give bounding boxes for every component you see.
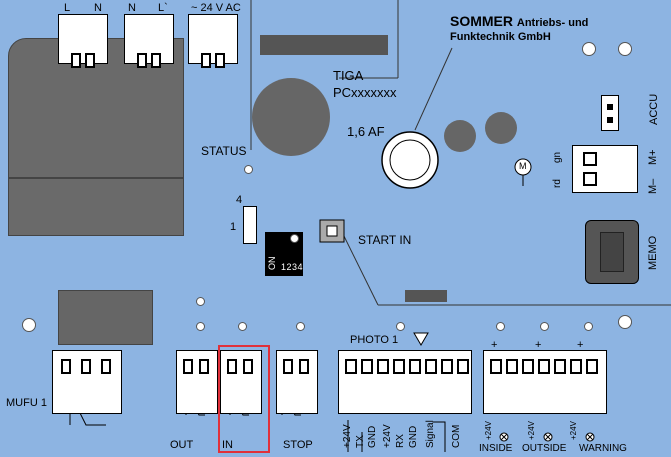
transformer-lower	[8, 178, 184, 236]
in-label: IN	[222, 439, 233, 451]
status-label: STATUS	[201, 144, 247, 158]
capacitor-2	[485, 112, 517, 144]
mount-hole	[618, 42, 632, 56]
terminal-in	[220, 350, 262, 414]
via	[496, 322, 505, 331]
inside-label: INSIDE	[479, 443, 513, 454]
motor-symbol-letter: M	[519, 161, 527, 171]
via	[290, 234, 299, 243]
outside-label: OUTSIDE	[522, 443, 567, 454]
mufu-label: MUFU 1	[6, 397, 47, 409]
inside-24v-label: +24V	[484, 421, 493, 440]
terminal-24v-ac	[188, 14, 238, 68]
capacitor-1	[444, 120, 476, 152]
memo-label: MEMO	[647, 235, 659, 270]
fuse-label: 1,6 AF	[347, 124, 385, 139]
terminal-label-24vac: ~ 24 V AC	[191, 2, 241, 14]
via	[296, 322, 305, 331]
accu-connector	[601, 95, 619, 131]
led-pin4-label: 4	[236, 194, 243, 206]
company-name: SOMMER Antriebs- und	[450, 14, 588, 29]
plus-marker: +	[577, 339, 584, 351]
out-label: OUT	[170, 439, 194, 451]
terminal-photo1	[338, 350, 472, 414]
motor-m-plus-label: M+	[647, 149, 659, 165]
via	[584, 322, 593, 331]
company-name-bold: SOMMER	[450, 13, 513, 29]
relay-block	[58, 290, 153, 345]
plus-marker: +	[535, 339, 542, 351]
stop-label: STOP	[283, 439, 313, 451]
via	[244, 165, 253, 174]
photo-pin-label: GND	[408, 425, 419, 448]
terminal-label-n: N	[94, 2, 102, 14]
terminal-stop	[276, 350, 318, 414]
photo-pin-label: TX	[355, 435, 366, 448]
via	[238, 322, 247, 331]
start-in-label: START IN	[358, 233, 412, 247]
tiga-part-number: PCxxxxxxx	[333, 85, 397, 100]
photo-pin-label: GND	[367, 425, 378, 448]
motor-terminal	[572, 145, 638, 193]
terminal-n-l2	[124, 14, 174, 68]
dip-numbers: 1 2 3 4	[281, 262, 303, 272]
terminal-inside-outside-warning	[483, 350, 607, 414]
led-header	[243, 206, 257, 244]
plus-marker: +	[491, 339, 498, 351]
terminal-label-l: L	[64, 2, 71, 14]
dip-on-label: ON	[267, 256, 277, 271]
motor-m-minus-label: M–	[647, 178, 659, 194]
mount-hole	[582, 42, 596, 56]
terminal-label-l2: L`	[158, 2, 168, 14]
motor-gn-label: gn	[552, 151, 563, 163]
terminal-l-n	[58, 14, 108, 68]
accu-label: ACCU	[648, 93, 660, 125]
terminal-out	[176, 350, 218, 414]
tiga-label: TIGA	[333, 68, 364, 83]
photo-pin-label: +24V	[342, 424, 353, 448]
memo-connector-inner	[600, 232, 624, 272]
photo-pin-label: +24V	[382, 424, 393, 448]
photo-pin-label: RX	[395, 434, 406, 448]
warning-24v-label: +24V	[569, 421, 578, 440]
via	[540, 322, 549, 331]
mount-hole	[22, 318, 36, 332]
chip-top	[260, 35, 388, 55]
company-line2: Funktechnik GmbH	[450, 31, 551, 43]
photo-pin-label: COM	[451, 424, 462, 448]
photo1-label: PHOTO 1	[350, 334, 399, 346]
led-pin1-label: 1	[230, 221, 237, 233]
via	[396, 322, 405, 331]
via	[196, 322, 205, 331]
terminal-mufu1	[52, 350, 122, 414]
company-name-rest: Antriebs- und	[516, 17, 589, 29]
motor-rd-label: rd	[552, 179, 563, 188]
buzzer	[252, 78, 330, 156]
chip-bottom	[405, 290, 447, 302]
photo-pin-label: Signal	[425, 420, 436, 448]
warning-label: WARNING	[579, 443, 627, 454]
terminal-label-n2: N	[128, 2, 136, 14]
via	[196, 297, 205, 306]
mount-hole	[618, 315, 632, 329]
outside-24v-label: +24V	[527, 421, 536, 440]
